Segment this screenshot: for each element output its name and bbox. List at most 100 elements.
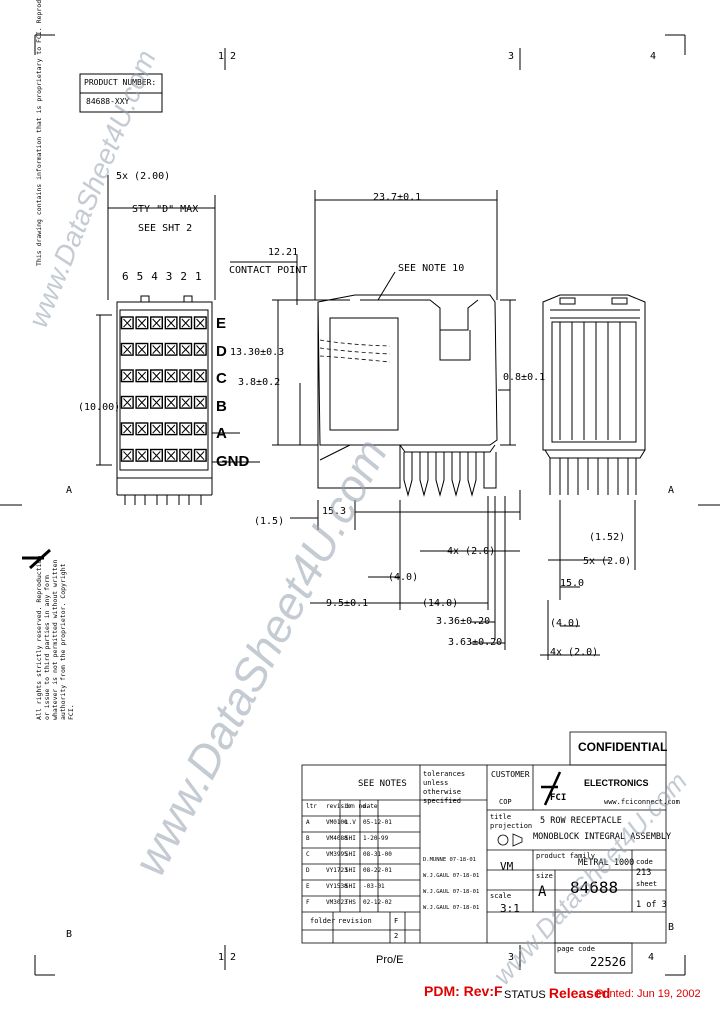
zone-left-a: A xyxy=(66,485,73,496)
customer-label: CUSTOMER xyxy=(491,770,530,779)
status-value: Released xyxy=(548,985,611,1001)
contact-cross xyxy=(123,345,132,354)
contact-cell xyxy=(164,395,178,409)
rev-value-1: F xyxy=(394,917,399,925)
scale-value: 3:1 xyxy=(500,902,520,915)
legal-text-top: This drawing contains information that i… xyxy=(35,0,43,266)
zone-left-b: B xyxy=(66,929,73,940)
contact-cell xyxy=(164,369,178,383)
status-label: STATUS xyxy=(504,989,546,1001)
history-cell: SHI xyxy=(345,851,356,858)
zone-bottom-2: 2 xyxy=(230,952,237,963)
history-cell: VY1538 xyxy=(326,883,348,890)
fci-logo-side xyxy=(22,548,52,570)
history-cell: VM0100 xyxy=(326,819,348,826)
row-label: B xyxy=(216,397,227,415)
contact-cross xyxy=(123,371,132,381)
dim-0-8: 0.8±0.1 xyxy=(503,372,546,383)
contact-cross xyxy=(196,318,205,328)
contact-grid xyxy=(119,309,209,471)
column-number: 1 xyxy=(195,270,202,283)
drawing-number: 84688 xyxy=(570,878,619,897)
printed-date: Printed: Jun 19, 2002 xyxy=(596,988,701,1000)
folder-label: folder xyxy=(310,917,336,925)
dim-13-30: 13.30±0.3 xyxy=(230,347,285,358)
contact-cross xyxy=(181,371,190,381)
contact-cell xyxy=(120,395,134,409)
contact-cell xyxy=(179,422,193,436)
zone-top-2: 2 xyxy=(230,51,237,62)
rev-value-2: 2 xyxy=(394,932,399,940)
contact-cell xyxy=(164,448,178,462)
contact-cell xyxy=(193,342,207,356)
height-dim: (10.00) xyxy=(78,402,121,413)
dim-3-8: 3.8±0.2 xyxy=(238,377,281,388)
approval-cell: W.J.GAUL 07-18-01 xyxy=(423,889,480,895)
column-number: 5 xyxy=(136,270,144,283)
dim-15-0: 15.0 xyxy=(560,578,585,589)
contact-cross xyxy=(181,345,190,354)
contact-cell xyxy=(149,342,163,356)
contact-cross xyxy=(123,398,132,407)
dim-3-36: 3.36±0.20 xyxy=(436,616,491,627)
contact-cross xyxy=(123,424,132,434)
product-family-label: product family xyxy=(536,852,596,860)
zone-right-b: B xyxy=(668,922,675,933)
sheet-value: 1 of 3 xyxy=(636,900,667,910)
history-header-cell: date xyxy=(363,803,378,810)
see-sht: SEE SHT 2 xyxy=(138,223,193,234)
contact-cross xyxy=(137,345,147,354)
title-line-2: MONOBLOCK INTEGRAL ASSEMBLY xyxy=(533,832,672,842)
contact-cell xyxy=(149,448,163,462)
contact-cross xyxy=(137,371,147,381)
history-cell: 08-31-00 xyxy=(363,851,392,858)
contact-cell xyxy=(193,369,207,383)
contact-cross xyxy=(166,318,176,328)
max-dim: STY "D" MAX xyxy=(132,204,199,215)
pdm-revision: PDM: Rev:F xyxy=(424,983,503,999)
fci-label: FCI xyxy=(550,793,567,803)
product-number-value: 84688-XXY xyxy=(86,97,130,106)
title-block-lines xyxy=(301,731,667,974)
pro-e-label: Pro/E xyxy=(376,954,404,966)
dim-right-4x: 4x (2.0) xyxy=(550,647,599,658)
frame-corner-tr xyxy=(665,34,686,55)
dim-4x-2-0: 4x (2.0) xyxy=(447,546,496,557)
projection-label: projection xyxy=(490,822,533,830)
history-cell: E xyxy=(306,883,310,890)
contact-cross xyxy=(137,318,147,328)
width-dim: 23.7±0.1 xyxy=(373,192,422,203)
history-cell: 02-12-02 xyxy=(363,899,392,906)
contact-cross xyxy=(166,398,176,407)
contact-cross xyxy=(166,345,176,354)
contact-cross xyxy=(181,424,190,434)
frame-corner-bl xyxy=(34,955,55,976)
contact-cross xyxy=(137,451,147,460)
front-view-body xyxy=(116,301,213,479)
contact-cell xyxy=(149,316,163,330)
dim-3-63: 3.63±0.20 xyxy=(448,637,503,648)
contact-cell xyxy=(179,395,193,409)
contact-cell xyxy=(179,316,193,330)
dim-14-0: (14.0) xyxy=(422,598,459,609)
scale-label: scale xyxy=(490,892,512,900)
title-label: title xyxy=(490,813,512,821)
history-cell: SHI xyxy=(345,867,356,874)
contact-cross xyxy=(123,451,132,460)
zone-right-a: A xyxy=(668,485,675,496)
product-number-header: PRODUCT NUMBER: xyxy=(84,78,157,87)
confidential-label: CONFIDENTIAL xyxy=(578,740,668,754)
column-number: 4 xyxy=(151,270,158,283)
history-cell: VM3023 xyxy=(326,899,348,906)
contact-cross xyxy=(196,451,205,460)
contact-cross xyxy=(181,318,190,328)
row-label: A xyxy=(216,425,227,442)
contact-cell xyxy=(193,395,207,409)
cop-label: COP xyxy=(499,798,512,806)
status-line: STATUS Released xyxy=(504,985,610,1001)
contact-cross xyxy=(152,451,161,460)
contact-cell xyxy=(179,342,193,356)
see-note-label: SEE NOTE 10 xyxy=(398,263,465,274)
contact-cross xyxy=(166,371,176,381)
contact-cross xyxy=(166,424,176,434)
